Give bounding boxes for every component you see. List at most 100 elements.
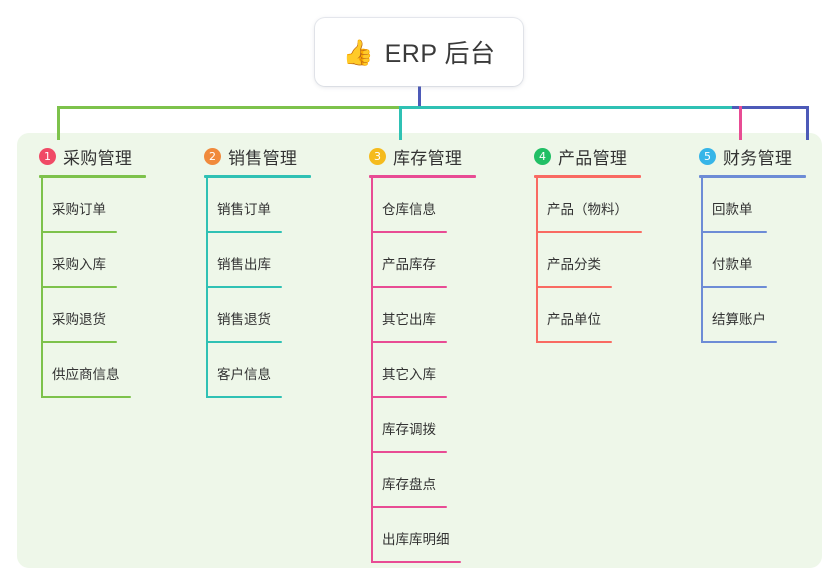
branch-header-4[interactable]: 4 产品管理 [512, 143, 687, 169]
branch-item[interactable]: 产品单位 [512, 288, 687, 343]
bus-segment-right [732, 106, 809, 109]
drop-sales [399, 106, 402, 140]
branch-item-label: 付款单 [712, 257, 753, 272]
branch-item-label: 结算账户 [712, 312, 766, 327]
branch-item[interactable]: 采购入库 [17, 233, 192, 288]
branch-item-rule [206, 341, 282, 343]
branch-item[interactable]: 产品分类 [512, 233, 687, 288]
branch-item-label: 供应商信息 [52, 367, 120, 382]
branch-item[interactable]: 出库库明细 [347, 508, 522, 563]
branch-item-rule [371, 561, 461, 563]
branch-title: 库存管理 [393, 148, 463, 168]
branch-column-5: 5 财务管理回款单付款单结算账户 [677, 143, 839, 343]
root-title: ERP 后台 [384, 40, 496, 68]
branch-column-3: 3 库存管理仓库信息产品库存其它出库其它入库库存调拨库存盘点出库库明细 [347, 143, 522, 563]
branch-item[interactable]: 销售订单 [182, 178, 357, 233]
branch-number-badge: 4 [534, 147, 551, 165]
branch-column-2: 2 销售管理销售订单销售出库销售退货客户信息 [182, 143, 357, 398]
branch-item[interactable]: 仓库信息 [347, 178, 522, 233]
branch-item[interactable]: 库存调拨 [347, 398, 522, 453]
branch-item-rule [371, 506, 447, 508]
branch-panel [17, 133, 822, 568]
branch-item-rule [536, 231, 642, 233]
branch-item-label: 其它出库 [382, 312, 436, 327]
branch-header-1[interactable]: 1 采购管理 [17, 143, 192, 169]
branch-item[interactable]: 销售退货 [182, 288, 357, 343]
branch-item-label: 客户信息 [217, 367, 271, 382]
branch-item-label: 销售退货 [217, 312, 271, 327]
branch-item[interactable]: 回款单 [677, 178, 839, 233]
branch-items: 销售订单销售出库销售退货客户信息 [182, 178, 357, 398]
branch-item-label: 产品库存 [382, 257, 436, 272]
branch-item-label: 销售订单 [217, 202, 271, 217]
branch-item-label: 采购入库 [52, 257, 106, 272]
branch-item[interactable]: 付款单 [677, 233, 839, 288]
branch-item[interactable]: 库存盘点 [347, 453, 522, 508]
branch-item-label: 出库库明细 [382, 532, 450, 547]
branch-header-5[interactable]: 5 财务管理 [677, 143, 839, 169]
branch-item[interactable]: 其它出库 [347, 288, 522, 343]
branch-title: 销售管理 [228, 148, 298, 168]
branch-trunk-line [536, 178, 538, 343]
branch-column-1: 1 采购管理采购订单采购入库采购退货供应商信息 [17, 143, 192, 398]
branch-header-rule [204, 175, 311, 178]
drop-inventory [739, 106, 742, 140]
branch-title: 产品管理 [558, 148, 628, 168]
branch-header-rule [369, 175, 476, 178]
branch-items: 产品（物料） 产品分类产品单位 [512, 178, 687, 343]
branch-item-rule [206, 231, 282, 233]
branch-item-rule [701, 286, 767, 288]
branch-item-label: 采购退货 [52, 312, 106, 327]
branch-items: 回款单付款单结算账户 [677, 178, 839, 343]
branch-item-label: 产品（物料） [547, 202, 628, 217]
branch-item[interactable]: 产品（物料） [512, 178, 687, 233]
branch-trunk-line [206, 178, 208, 398]
branch-item-rule [41, 341, 117, 343]
branch-item-rule [371, 451, 447, 453]
branch-item-label: 其它入库 [382, 367, 436, 382]
branch-item[interactable]: 采购订单 [17, 178, 192, 233]
branch-header-rule [534, 175, 641, 178]
branch-item-label: 库存调拨 [382, 422, 436, 437]
branch-item[interactable]: 产品库存 [347, 233, 522, 288]
branch-item-label: 产品分类 [547, 257, 601, 272]
branch-item[interactable]: 客户信息 [182, 343, 357, 398]
branch-header-rule [699, 175, 806, 178]
bus-segment-purchasing [57, 106, 402, 109]
branch-item[interactable]: 采购退货 [17, 288, 192, 343]
thumbs-up-icon: 👍 [342, 37, 374, 67]
branch-trunk-line [41, 178, 43, 398]
root-stem-line [418, 86, 421, 108]
branch-number-badge: 1 [39, 147, 56, 165]
branch-header-2[interactable]: 2 销售管理 [182, 143, 357, 169]
branch-items: 仓库信息产品库存其它出库其它入库库存调拨库存盘点出库库明细 [347, 178, 522, 563]
branch-number-badge: 3 [369, 147, 386, 165]
branch-header-rule [39, 175, 146, 178]
branch-items: 采购订单采购入库采购退货供应商信息 [17, 178, 192, 398]
branch-item-rule [206, 396, 282, 398]
branch-trunk-line [371, 178, 373, 563]
branch-header-3[interactable]: 3 库存管理 [347, 143, 522, 169]
root-node[interactable]: 👍 ERP 后台 [315, 18, 523, 86]
branch-title: 财务管理 [723, 148, 793, 168]
branch-number-badge: 2 [204, 147, 221, 165]
drop-purchasing [57, 106, 60, 140]
branch-item-rule [701, 231, 767, 233]
branch-item-rule [371, 286, 447, 288]
branch-item-rule [371, 341, 447, 343]
branch-item[interactable]: 结算账户 [677, 288, 839, 343]
branch-trunk-line [701, 178, 703, 343]
branch-item[interactable]: 其它入库 [347, 343, 522, 398]
branch-item-rule [41, 286, 117, 288]
branch-item-rule [206, 286, 282, 288]
branch-item[interactable]: 销售出库 [182, 233, 357, 288]
branch-item[interactable]: 供应商信息 [17, 343, 192, 398]
branch-column-4: 4 产品管理产品（物料） 产品分类产品单位 [512, 143, 687, 343]
branch-item-rule [371, 396, 447, 398]
branch-item-label: 仓库信息 [382, 202, 436, 217]
branch-title: 采购管理 [63, 148, 133, 168]
branch-number-badge: 5 [699, 147, 716, 165]
branch-item-rule [701, 341, 777, 343]
branch-item-label: 销售出库 [217, 257, 271, 272]
